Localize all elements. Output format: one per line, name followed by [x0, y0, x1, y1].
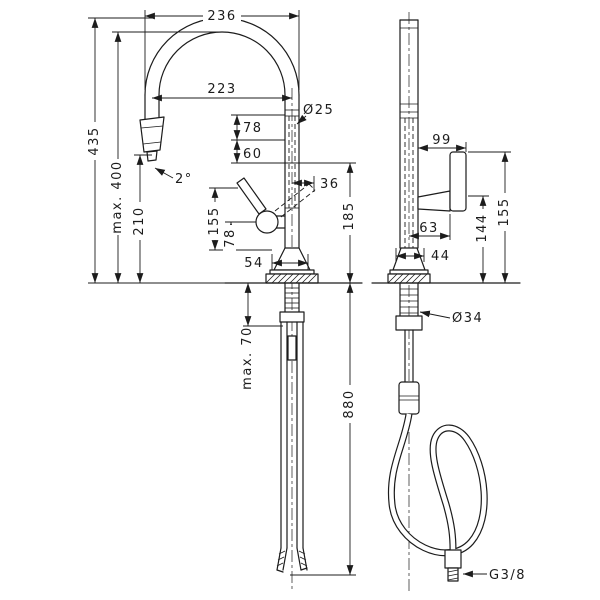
dim-236-label: 236 — [207, 9, 236, 24]
dim-44-label: 44 — [431, 249, 451, 264]
dim-99-label: 99 — [432, 133, 452, 148]
dimension-78-lower: 78 — [223, 221, 256, 251]
base-hatch — [265, 273, 318, 284]
hose-weight — [398, 381, 420, 415]
handle-side — [417, 151, 467, 212]
dim-36-label: 36 — [320, 177, 340, 192]
dim-max400-label: max. 400 — [110, 160, 125, 233]
dim-2deg-label: 2° — [175, 172, 193, 187]
dim-max70-label: max. 70 — [240, 326, 255, 390]
spray-nozzle — [146, 150, 158, 162]
dim-185-label: 185 — [342, 201, 357, 230]
side-view — [371, 12, 521, 594]
dim-78-lower-label: 78 — [223, 228, 238, 248]
spray-head — [139, 116, 165, 153]
supply-hose-ends — [276, 547, 308, 573]
dimension-dia25: Ø25 — [296, 103, 334, 125]
dimension-185: 185 — [342, 163, 357, 283]
hose-connector-thread — [447, 567, 459, 582]
dimension-dia34: Ø34 — [419, 310, 483, 326]
dim-155-front-label: 155 — [207, 206, 222, 235]
dimension-435: 435 — [87, 17, 225, 284]
dim-435-label: 435 — [87, 126, 102, 155]
dim-210-label: 210 — [132, 206, 147, 235]
dimension-155-front: 155 — [207, 187, 272, 251]
dimension-223: 223 — [152, 82, 292, 102]
dimension-max400: max. 400 — [110, 31, 221, 283]
base-hatch-side — [387, 273, 428, 284]
dimension-880: 880 — [290, 283, 357, 576]
dimension-210: 210 — [132, 154, 152, 283]
handle-pivot — [255, 210, 279, 234]
pullout-hose-loop — [387, 413, 488, 557]
dim-54-label: 54 — [244, 256, 264, 271]
handle-lever — [236, 177, 267, 215]
mounting-nut — [279, 311, 305, 323]
dim-60-label: 60 — [243, 147, 263, 162]
dim-880-label: 880 — [342, 389, 357, 418]
dimension-155-side: 155 — [468, 151, 512, 283]
dimension-236: 236 — [144, 9, 300, 90]
dim-223-label: 223 — [207, 82, 236, 97]
dimension-g38: G3/8 — [463, 568, 526, 583]
dimension-144: 144 — [468, 195, 490, 283]
dimension-54: 54 — [244, 254, 309, 271]
dim-g38-label: G3/8 — [489, 568, 526, 583]
dimension-max70: max. 70 — [240, 283, 283, 390]
base-flare — [273, 247, 311, 271]
dimension-63: 63 — [409, 214, 451, 240]
dim-dia25-label: Ø25 — [303, 103, 334, 118]
dimension-36: 36 — [292, 176, 340, 192]
dim-63-label: 63 — [419, 221, 439, 236]
dim-78-upper-label: 78 — [243, 121, 263, 136]
hose-coupling — [287, 335, 297, 361]
dimension-60: 60 — [231, 140, 356, 164]
dimension-2deg: 2° — [154, 167, 193, 187]
dimension-78-upper: 78 — [231, 114, 285, 141]
base-escutcheon-side — [387, 273, 431, 284]
dimension-44: 44 — [395, 248, 451, 264]
dim-dia34-label: Ø34 — [452, 311, 483, 326]
dim-155-side-label: 155 — [497, 197, 512, 226]
base-flare-side — [392, 247, 426, 271]
dim-144-label: 144 — [475, 213, 490, 242]
mounting-nut-side — [395, 315, 423, 331]
hose-connector — [444, 549, 462, 569]
dimension-99: 99 — [418, 133, 467, 152]
